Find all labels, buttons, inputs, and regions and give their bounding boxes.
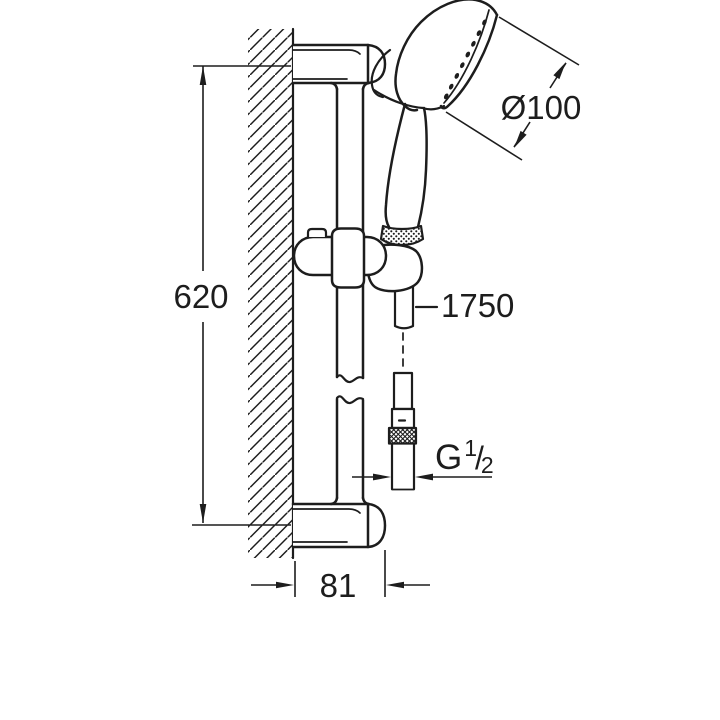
hose-nut-knurling xyxy=(389,428,416,444)
dimension-head-diameter: Ø100 xyxy=(445,16,582,161)
hand-shower-handle xyxy=(384,102,446,229)
slide-rail xyxy=(329,81,371,506)
dimension-diameter-label: Ø100 xyxy=(501,89,582,126)
holder-collar xyxy=(330,227,366,289)
arrow-left-icon xyxy=(386,581,404,589)
arrow-right-icon xyxy=(276,581,294,589)
rail-bottom-bracket xyxy=(291,502,387,549)
dimension-thread: G1/2 xyxy=(352,435,494,481)
handle-cone-nut xyxy=(379,224,425,247)
spray-nozzle-dots xyxy=(443,19,487,100)
dimension-wall-offset: 81 xyxy=(251,550,430,604)
hand-shower-head xyxy=(370,0,499,112)
hose-end-fitting xyxy=(387,371,418,491)
arrow-upper-icon xyxy=(553,62,566,80)
rail-break-upper xyxy=(335,374,365,384)
dimension-620: 620 xyxy=(173,65,291,526)
holder-release-button xyxy=(306,227,328,239)
dimension-hose-length: 1750 xyxy=(414,287,514,324)
shower-hose xyxy=(387,282,418,491)
wall-section xyxy=(248,27,295,560)
arrow-lower-icon xyxy=(514,130,527,148)
dimension-620-label: 620 xyxy=(173,278,228,315)
shower-spray-face xyxy=(439,9,499,110)
wall-hatching xyxy=(248,29,293,558)
rail-top-bracket xyxy=(291,43,387,85)
rail-break-lower xyxy=(335,395,365,405)
dimension-81-label: 81 xyxy=(320,567,357,604)
glide-holder xyxy=(292,227,424,293)
dimension-1750-label: 1750 xyxy=(441,287,514,324)
hand-shower xyxy=(370,0,499,247)
arrow-left-icon xyxy=(415,473,433,481)
arrow-up-icon xyxy=(199,66,207,85)
arrow-right-icon xyxy=(373,473,391,481)
hose-lower xyxy=(390,442,416,491)
thread-label: G1/2 xyxy=(435,435,494,478)
arrow-down-icon xyxy=(199,504,207,523)
